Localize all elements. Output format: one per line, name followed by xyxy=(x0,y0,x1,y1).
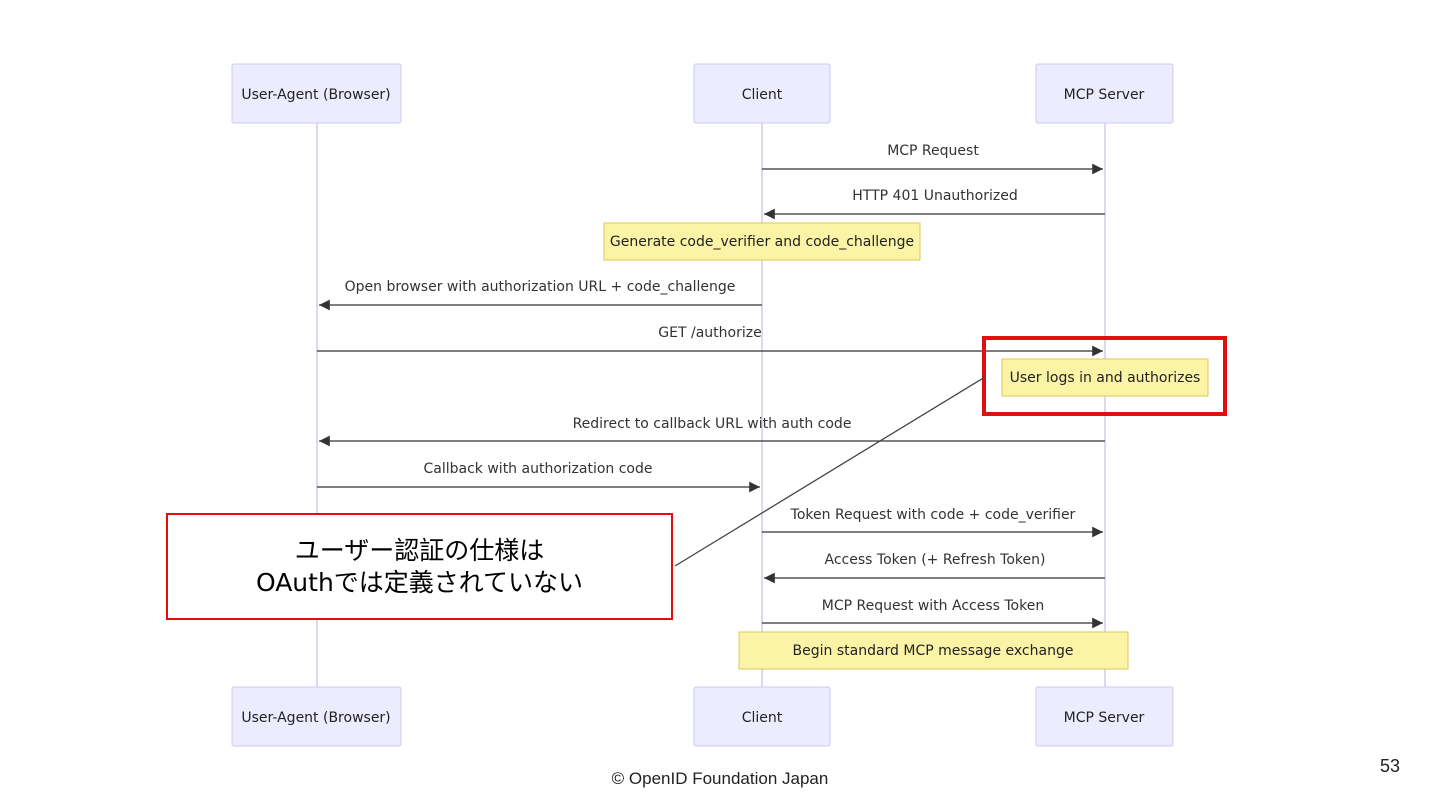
actor-label: User-Agent (Browser) xyxy=(241,87,390,103)
message-get-authorize: GET /authorize xyxy=(317,325,1103,357)
message-label: GET /authorize xyxy=(658,325,761,341)
message-label: Callback with authorization code xyxy=(424,461,653,477)
callout-line-1: ユーザー認証の仕様は xyxy=(294,535,545,565)
actor-browser-bottom: User-Agent (Browser) xyxy=(231,686,402,747)
actor-client-bottom: Client xyxy=(693,686,831,747)
note-generate-code-verifier: Generate code_verifier and code_challeng… xyxy=(603,222,921,261)
footer-copyright: © OpenID Foundation Japan xyxy=(611,769,829,788)
message-label: HTTP 401 Unauthorized xyxy=(852,188,1017,204)
message-redirect-callback: Redirect to callback URL with auth code xyxy=(319,416,1105,447)
message-mcp-request-with-token: MCP Request with Access Token xyxy=(762,598,1103,629)
callout-box: ユーザー認証の仕様は OAuthでは定義されていない xyxy=(166,513,673,620)
actor-label: User-Agent (Browser) xyxy=(241,710,390,726)
message-label: Access Token (+ Refresh Token) xyxy=(825,552,1046,568)
note-label: Begin standard MCP message exchange xyxy=(793,643,1074,659)
message-token-request: Token Request with code + code_verifier xyxy=(762,507,1103,538)
actor-client-top: Client xyxy=(693,63,831,124)
message-callback-auth-code: Callback with authorization code xyxy=(317,461,760,493)
message-label: Token Request with code + code_verifier xyxy=(790,507,1076,523)
message-label: MCP Request with Access Token xyxy=(822,598,1044,614)
note-label: Generate code_verifier and code_challeng… xyxy=(610,234,914,250)
actor-label: MCP Server xyxy=(1064,710,1145,726)
note-label: User logs in and authorizes xyxy=(1010,370,1201,386)
page-number: 53 xyxy=(1380,756,1401,776)
note-begin-mcp-exchange: Begin standard MCP message exchange xyxy=(738,631,1129,670)
actor-label: Client xyxy=(742,87,783,103)
message-label: MCP Request xyxy=(887,143,979,159)
callout-line-2: OAuthでは定義されていない xyxy=(255,567,584,597)
actor-server-top: MCP Server xyxy=(1035,63,1174,124)
actor-server-bottom: MCP Server xyxy=(1035,686,1174,747)
message-open-browser: Open browser with authorization URL + co… xyxy=(319,279,762,311)
callout-connector xyxy=(674,376,986,567)
note-user-logs-in: User logs in and authorizes xyxy=(1001,358,1209,397)
actor-label: Client xyxy=(742,710,783,726)
message-mcp-request: MCP Request xyxy=(762,143,1103,175)
highlight-box xyxy=(982,336,1227,416)
actor-browser-top: User-Agent (Browser) xyxy=(231,63,402,124)
message-http-401: HTTP 401 Unauthorized xyxy=(764,188,1105,220)
actor-label: MCP Server xyxy=(1064,87,1145,103)
message-label: Redirect to callback URL with auth code xyxy=(573,416,852,432)
message-label: Open browser with authorization URL + co… xyxy=(345,279,736,295)
message-access-token: Access Token (+ Refresh Token) xyxy=(764,552,1105,584)
